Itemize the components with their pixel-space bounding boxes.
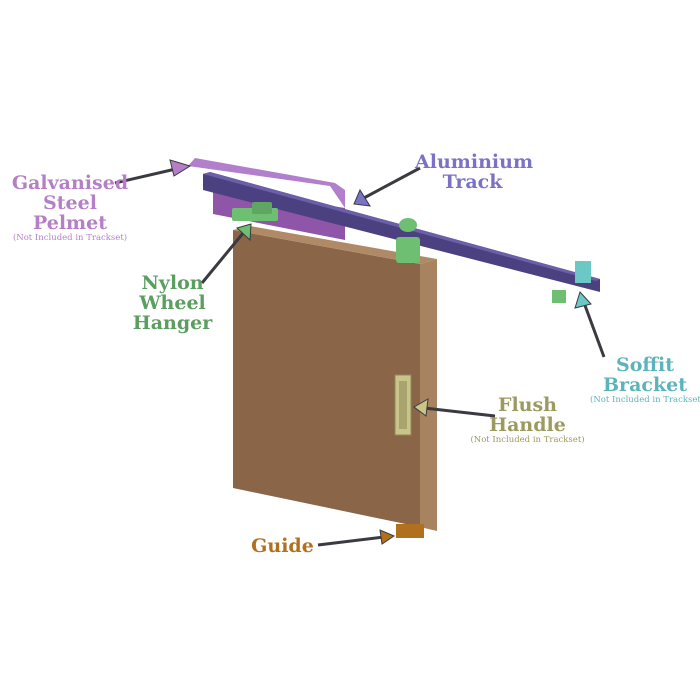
- soffit-label-line: Bracket: [603, 374, 687, 396]
- handle-label-line: Flush: [497, 394, 558, 416]
- handle-label: Flush Handle (Not Included in Trackset): [470, 395, 585, 446]
- aluminium-track: [203, 172, 600, 292]
- hanger-label-line: Hanger: [132, 312, 213, 334]
- soffit-note: (Not Included in Trackset): [590, 395, 700, 405]
- soffit-bracket: [575, 261, 591, 283]
- guide-label: Guide: [250, 536, 315, 556]
- hanger-label: Nylon Wheel Hanger: [130, 273, 215, 333]
- arrow-head-guide: [379, 529, 396, 545]
- hanger-label-line: Wheel: [139, 292, 206, 314]
- pelmet-label-line: Galvanised: [11, 172, 129, 194]
- door-front-face: [233, 230, 420, 527]
- soffit-clip: [552, 290, 566, 303]
- pelmet-note: (Not Included in Trackset): [12, 233, 128, 243]
- handle-note: (Not Included in Trackset): [470, 435, 585, 445]
- arrow-head-handle: [413, 398, 429, 417]
- arrow-head-pelmet: [169, 159, 192, 177]
- floor-guide: [396, 524, 424, 538]
- track-label-line: Aluminium: [415, 151, 534, 173]
- nylon-wheel-hanger: [232, 202, 420, 263]
- hanger-label-line: Nylon: [141, 272, 204, 294]
- arrow-head-hanger: [236, 223, 252, 242]
- door-side-edge: [420, 259, 437, 531]
- pelmet-label: Galvanised Steel Pelmet (Not Included in…: [0, 173, 140, 244]
- guide-label-line: Guide: [251, 535, 314, 557]
- handle-label-line: Handle: [489, 414, 566, 436]
- flush-handle-recess: [399, 381, 407, 429]
- door-top-edge: [233, 226, 437, 264]
- soffit-label-line: Soffit: [616, 354, 674, 376]
- arrow-head-soffit: [574, 291, 592, 309]
- arrow-head-track: [353, 188, 371, 207]
- pelmet-label-line: Steel: [43, 192, 97, 214]
- soffit-label: Soffit Bracket (Not Included in Trackset…: [590, 355, 700, 406]
- pelmet-top: [188, 158, 345, 208]
- callout-arrows: [114, 166, 606, 547]
- track-label-line: Track: [442, 171, 503, 193]
- pelmet-label-line: Pelmet: [32, 212, 108, 234]
- track-label: Aluminium Track: [415, 151, 534, 193]
